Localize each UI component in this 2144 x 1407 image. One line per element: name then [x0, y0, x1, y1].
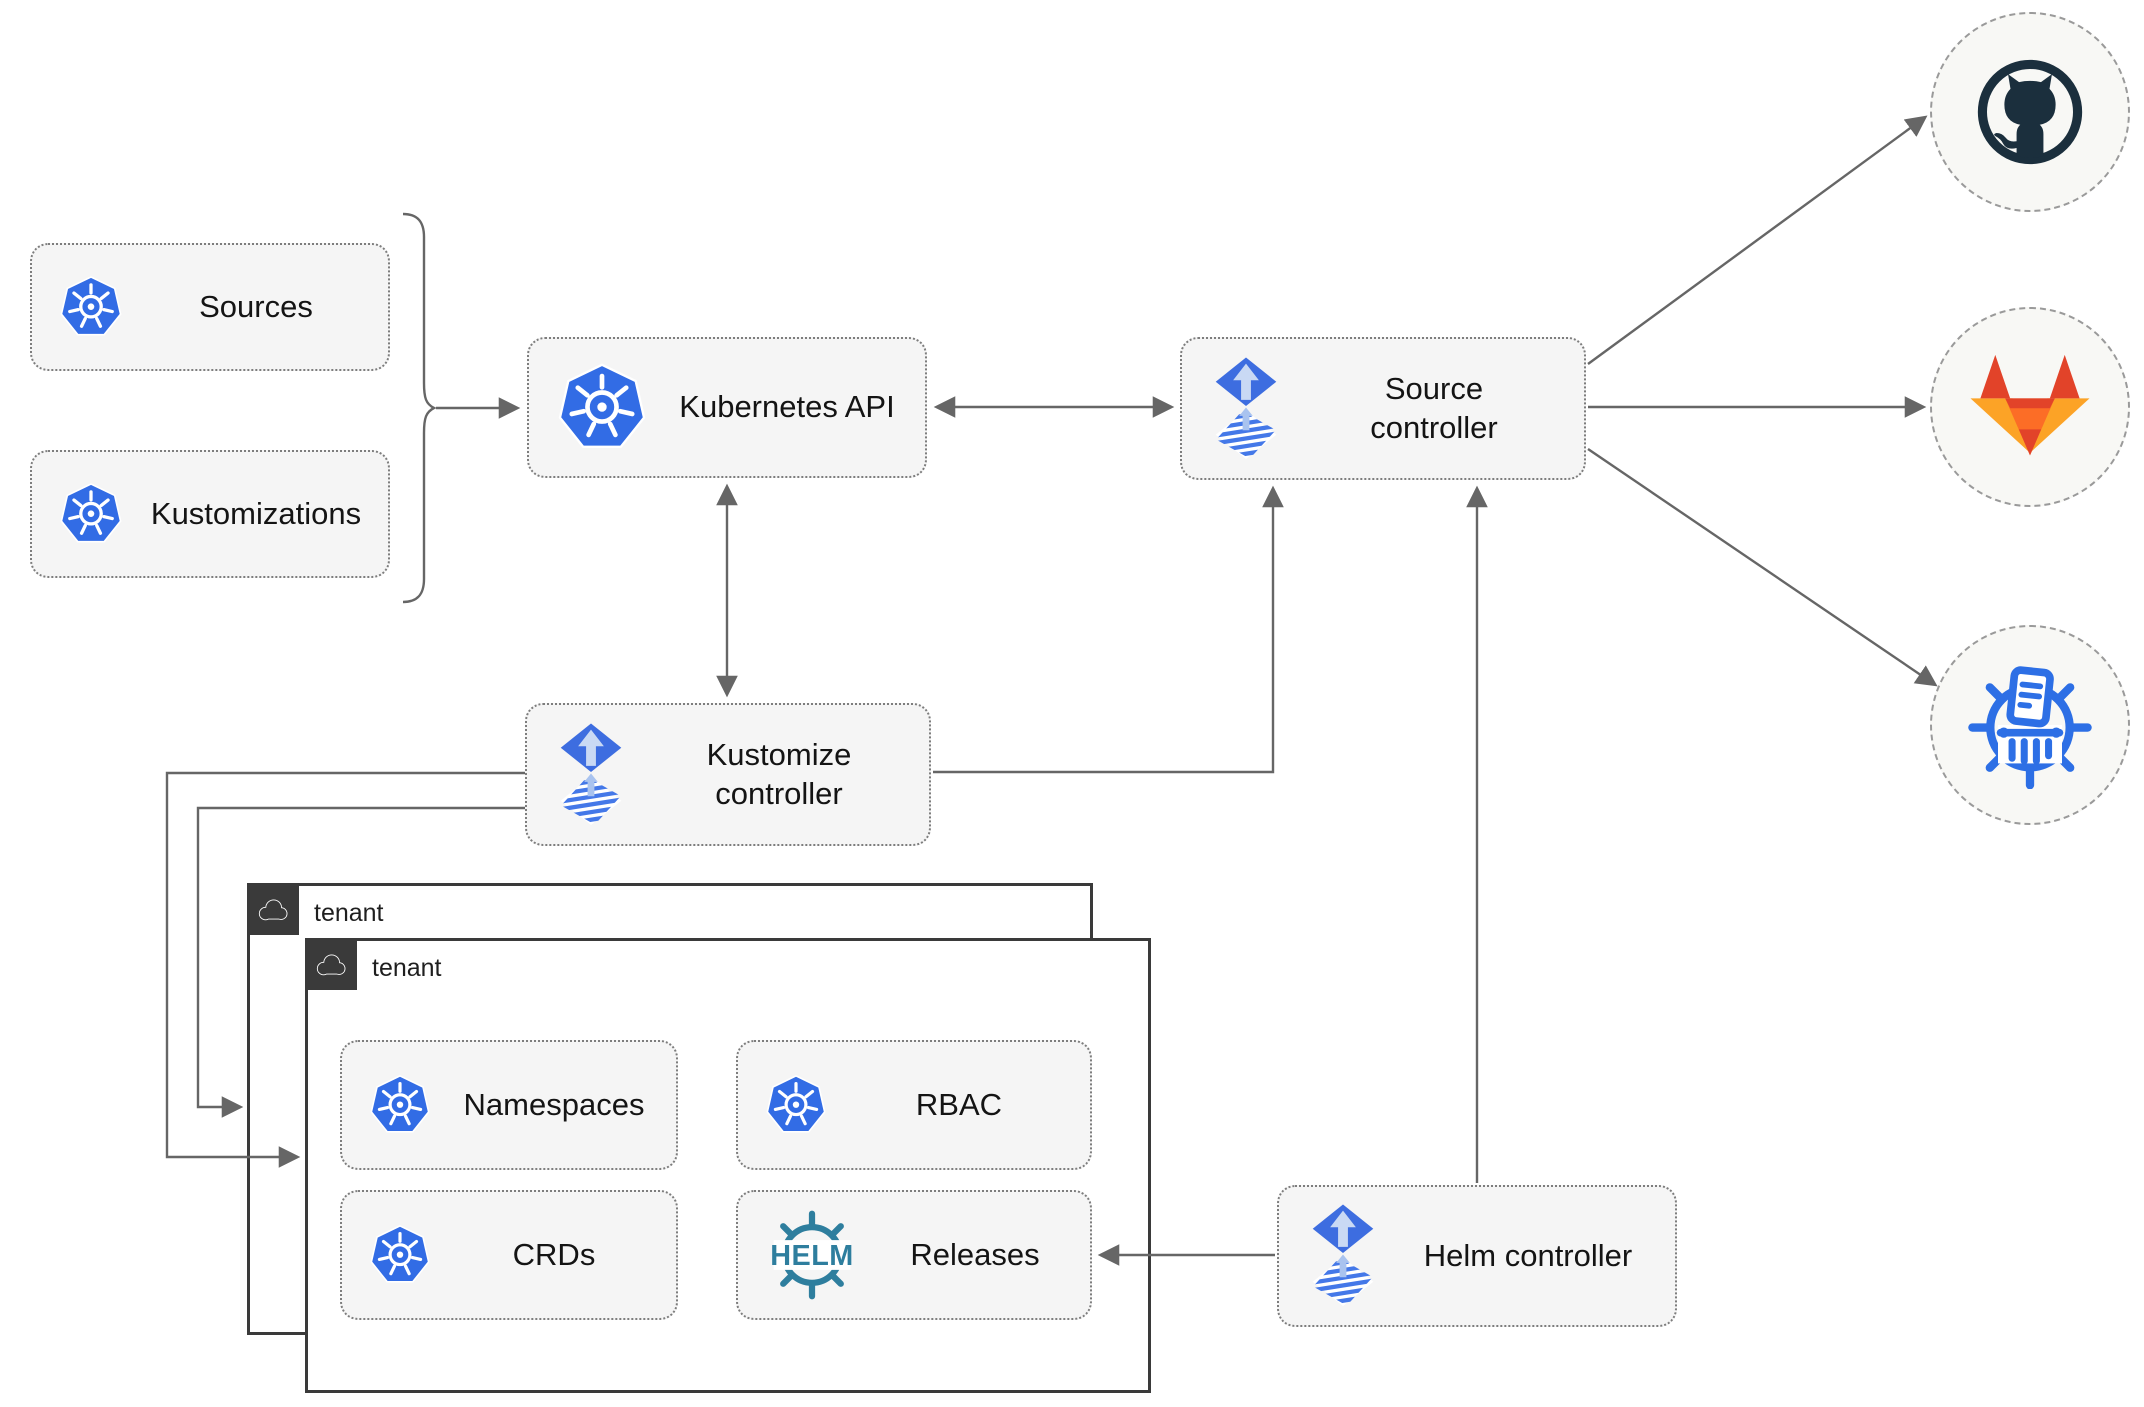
- node-rbac: RBAC: [736, 1040, 1092, 1170]
- edge-source-kustomize: [1587, 448, 1938, 687]
- helm-icon: [764, 1207, 860, 1303]
- node-source-controller-label: Source controller: [1370, 370, 1498, 445]
- tenant-label-front: tenant: [372, 953, 442, 982]
- kubernetes-icon: [368, 1074, 432, 1136]
- kustomize-icon: [1966, 661, 2094, 789]
- node-namespaces-label: Namespaces: [463, 1086, 645, 1122]
- node-kubernetes-api-label: Kubernetes API: [679, 389, 895, 425]
- edge-source-github: [1587, 115, 1928, 365]
- node-kubernetes-api: Kubernetes API: [527, 337, 927, 478]
- node-releases: Releases: [736, 1190, 1092, 1320]
- node-sources: Sources: [30, 243, 390, 371]
- kubernetes-icon: [368, 1224, 432, 1286]
- kubernetes-icon: [555, 362, 649, 453]
- node-releases-label: Releases: [910, 1236, 1040, 1272]
- cloud-icon: [254, 895, 292, 924]
- node-crds-label: CRDs: [512, 1236, 596, 1272]
- node-helm-controller: Helm controller: [1277, 1185, 1677, 1327]
- edge-kustomizectl-source: [933, 485, 1284, 774]
- bracket-sources-group: [402, 212, 437, 604]
- gitlab-icon: [1968, 351, 2092, 463]
- flux-icon: [553, 722, 629, 828]
- tenant-tag-back: [247, 883, 299, 935]
- node-rbac-label: RBAC: [915, 1086, 1003, 1122]
- node-helm-controller-label: Helm controller: [1423, 1237, 1633, 1273]
- node-kustomize-controller: Kustomize controller: [525, 703, 931, 846]
- node-kustomizations: Kustomizations: [30, 450, 390, 578]
- tenant-tag-front: [305, 938, 357, 990]
- tenant-label-back: tenant: [314, 898, 384, 927]
- node-crds: CRDs: [340, 1190, 678, 1320]
- endpoint-github: [1930, 12, 2130, 212]
- flux-icon: [1305, 1203, 1381, 1309]
- kubernetes-icon: [58, 275, 124, 339]
- endpoint-gitlab: [1930, 307, 2130, 507]
- kubernetes-icon: [764, 1074, 828, 1136]
- cloud-icon: [312, 950, 350, 979]
- node-kustomizations-label: Kustomizations: [150, 495, 362, 531]
- github-icon: [1969, 51, 2091, 173]
- node-namespaces: Namespaces: [340, 1040, 678, 1170]
- kubernetes-icon: [58, 482, 124, 546]
- endpoint-kustomize: [1930, 625, 2130, 825]
- node-source-controller: Source controller: [1180, 337, 1586, 480]
- node-sources-label: Sources: [199, 288, 313, 324]
- node-kustomize-controller-label: Kustomize controller: [706, 736, 852, 811]
- flux-icon: [1208, 356, 1284, 462]
